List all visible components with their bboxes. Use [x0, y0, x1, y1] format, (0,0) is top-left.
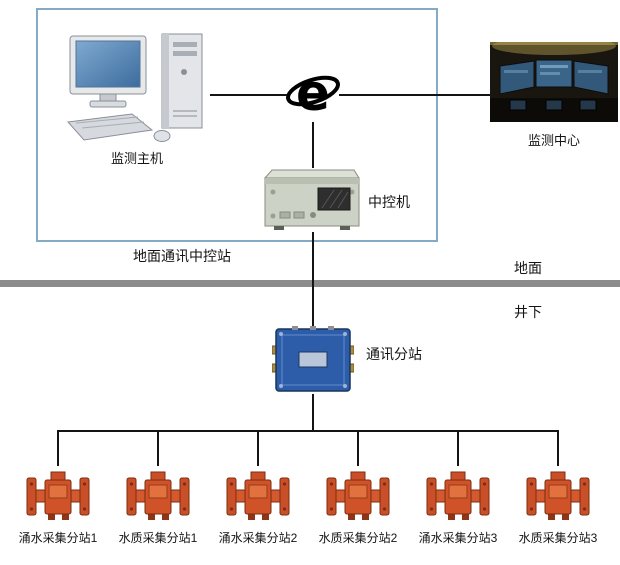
collector-device-icon	[326, 464, 390, 522]
drop-line-1	[57, 430, 59, 466]
collector-device-6: 水质采集分站3	[508, 464, 608, 546]
drop-line-2	[157, 430, 159, 466]
drop-line-3	[257, 430, 259, 466]
svg-text:e: e	[296, 64, 330, 122]
ground-station-label: 地面通讯中控站	[133, 248, 231, 264]
drop-line-4	[357, 430, 359, 466]
device-label: 涌水采集分站1	[18, 531, 98, 545]
monitor-center-label: 监测中心	[527, 133, 580, 148]
internet-icon: e	[286, 64, 340, 122]
collector-device-icon	[26, 464, 90, 522]
bus-line	[57, 430, 559, 432]
surface-label: 地面	[514, 260, 542, 276]
line-internet-to-server	[312, 122, 314, 168]
underground-label: 井下	[514, 304, 542, 320]
collector-device-1: 涌水采集分站1	[8, 464, 108, 546]
surface-divider	[0, 280, 620, 287]
monitor-host-label: 监测主机	[110, 151, 163, 166]
line-internet-to-center	[339, 94, 490, 96]
collector-device-icon	[226, 464, 290, 522]
device-label: 水质采集分站1	[118, 531, 198, 545]
drop-line-6	[557, 430, 559, 466]
collector-device-icon	[126, 464, 190, 522]
device-label: 水质采集分站3	[518, 531, 598, 545]
desktop-computer-icon	[66, 33, 203, 142]
device-label: 水质采集分站2	[318, 531, 398, 545]
control-machine-label: 中控机	[368, 194, 410, 210]
ground-station-box	[36, 8, 438, 242]
line-server-to-substation	[312, 232, 314, 326]
collector-device-icon	[426, 464, 490, 522]
device-label: 涌水采集分站3	[418, 531, 498, 545]
substation-label: 通讯分站	[366, 346, 422, 362]
collector-device-5: 涌水采集分站3	[408, 464, 508, 546]
substation-icon	[272, 326, 354, 392]
monitoring-center-photo	[490, 42, 618, 122]
collector-device-4: 水质采集分站2	[308, 464, 408, 546]
control-machine-icon	[264, 169, 360, 230]
collector-device-3: 涌水采集分站2	[208, 464, 308, 546]
collector-device-2: 水质采集分站1	[108, 464, 208, 546]
device-label: 涌水采集分站2	[218, 531, 298, 545]
drop-line-5	[457, 430, 459, 466]
collector-device-icon	[526, 464, 590, 522]
line-pc-to-internet	[210, 94, 287, 96]
line-substation-to-bus	[312, 394, 314, 432]
